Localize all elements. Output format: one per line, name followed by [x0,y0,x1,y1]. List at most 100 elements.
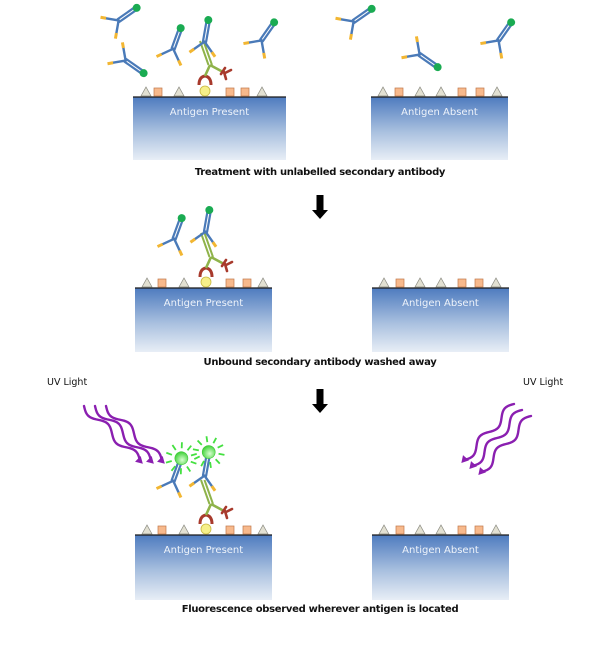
antibody-arm [416,40,421,56]
antibody-binding-tip [155,52,163,58]
secondary-antibody-bound [155,24,185,67]
fluorescence-ray [218,452,225,456]
surface-substrate [372,288,509,352]
primary-binding-tip [198,266,214,278]
fluorescence-ray [179,468,182,475]
surface-marker-square [395,525,405,535]
surface-marker-square [394,87,404,97]
label-site-dot [433,63,442,72]
primary-stem [203,479,214,505]
surface-panel-antigen-present-row1: Antigen Present [133,85,286,160]
surface-marker-square [457,525,467,535]
antibody-binding-tip [100,15,107,20]
label-site-dot [139,69,148,78]
primary-antibody-row2 [198,232,234,278]
antibody-arm [405,53,421,58]
antibody-binding-tip [189,237,196,244]
surface-substrate [133,97,286,160]
surface-marker-triangle [435,277,447,288]
surface-marker-square [153,87,163,97]
secondary-antibody-free [243,18,279,59]
antibody-arm [192,474,206,485]
antibody-stem [419,52,439,66]
surface-marker-triangle [140,86,152,97]
antibody-binding-tip [188,47,195,54]
surface-substrate [135,288,272,352]
secondary-antibody-free [107,42,148,78]
primary-arm [204,256,213,269]
antibody-arm [111,59,127,64]
antibody-stem [123,60,143,75]
surface-marker-triangle [414,277,426,288]
antibody-binding-tip [178,249,184,257]
antibody-stem [261,23,276,43]
antibody-arm [339,18,355,23]
primary-binding-tip [197,74,213,86]
antibody-arm [115,19,120,35]
uv-light-wave-left [104,404,164,463]
primary-stem [202,40,213,66]
fluorescence-ray [200,460,205,467]
primary-arm [203,64,212,77]
fluorescence-ray [217,444,224,449]
surface-marker-triangle [257,524,269,535]
surface-substrate [372,535,509,600]
label-site-dot [270,18,279,27]
antibody-binding-tip [211,241,218,248]
uv-light-wave-left [93,404,153,463]
surface-marker-triangle [490,524,502,535]
antibody-arm [193,230,207,241]
surface-marker-triangle [490,277,502,288]
panel-label: Antigen Present [164,298,243,309]
antibody-arm [497,39,502,55]
antibody-arm [171,47,180,62]
surface-marker-square [395,278,405,288]
antibody-arm [122,46,127,62]
uv-light-wave-left [82,404,142,463]
surface-marker-square [457,87,467,97]
surface-panel-antigen-absent-row1: Antigen Absent [371,86,508,160]
antibody-stem [173,461,183,483]
panel-label: Antigen Absent [402,298,479,309]
antibody-stem [125,58,145,72]
surface-marker-square [475,87,485,97]
fluorescence-ray [190,452,197,457]
panel-label: Antigen Present [164,545,243,556]
caption-step-2: Unbound secondary antibody washed away [203,357,437,368]
surface-panel-antigen-present-row2: Antigen Present [135,276,272,352]
surface-marker-triangle [491,86,503,97]
fluorescence-ray [180,442,183,449]
antigen [200,276,212,288]
fluorophore [201,445,216,459]
primary-stem [200,479,211,505]
step-arrow-down-icon [312,195,328,219]
antibody-stem [201,20,208,43]
primary-binding-tip [220,258,234,273]
surface-marker-triangle [256,86,268,97]
antibody-arm [350,20,355,36]
primary-stem [203,232,214,258]
antibody-binding-tip [210,485,217,492]
surface-marker-square [225,278,235,288]
panel-label: Antigen Present [170,107,249,118]
antibody-arm [160,479,175,488]
uv-light-label-right: UV Light [523,377,564,388]
antibody-binding-tip [480,41,487,46]
antibody-arm [203,40,214,54]
fluorophore [174,451,189,466]
antibody-stem [205,21,211,44]
primary-stem [200,232,211,258]
antibody-arm [192,40,206,51]
antibody-binding-tip [210,51,217,58]
primary-binding-tip [219,66,233,81]
caption-step-1: Treatment with unlabelled secondary anti… [194,167,446,178]
antibody-arm [203,474,214,488]
surface-marker-square [242,278,252,288]
uv-light-label-left: UV Light [47,377,88,388]
surface-marker-square [157,278,167,288]
antibody-binding-tip [177,491,183,499]
surface-marker-triangle [414,524,426,535]
primary-arm [209,63,224,74]
surface-panel-antigen-present-row3: Antigen Present [135,523,272,600]
fluorescence-ray [193,455,201,460]
